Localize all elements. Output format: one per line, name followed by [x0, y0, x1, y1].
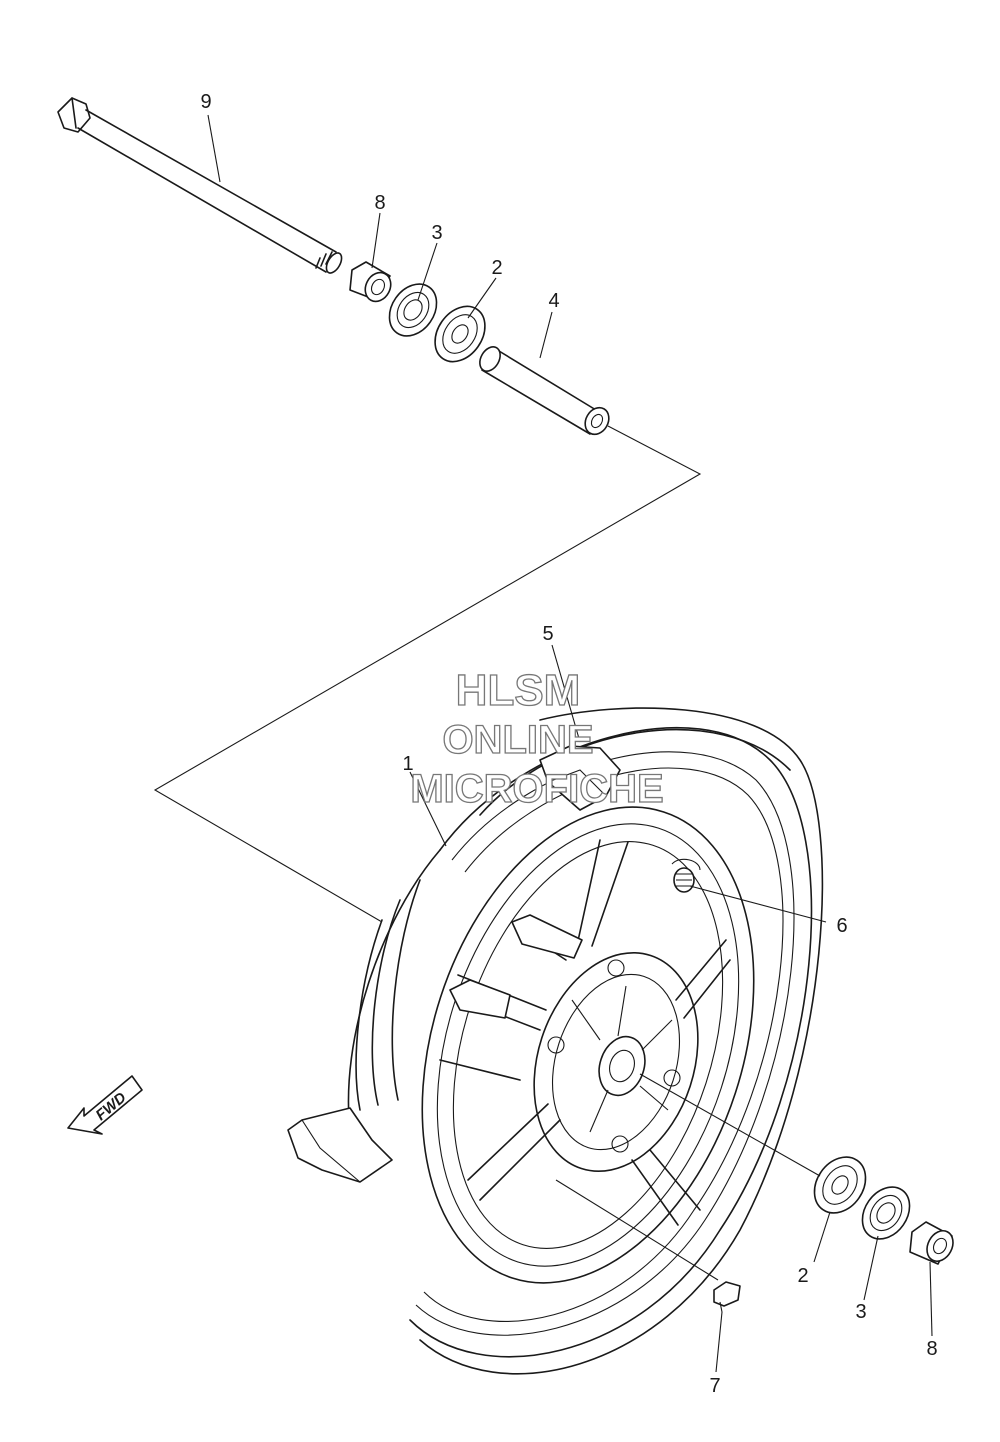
fwd-arrow-icon: FWD — [67, 1075, 143, 1135]
collar-top — [349, 261, 392, 303]
callout-balance-weight: 7 — [709, 1375, 720, 1397]
callout-seal-bottom: 3 — [855, 1301, 866, 1323]
wheel-assembly — [287, 707, 824, 1375]
watermark-line-2: ONLINE — [442, 718, 593, 762]
callout-seal-top: 3 — [431, 222, 442, 244]
callout-wheel: 1 — [402, 753, 413, 775]
callout-valve: 6 — [836, 915, 847, 937]
watermark: HLSM ONLINE MICROFICHE — [410, 665, 665, 811]
callout-tire: 5 — [542, 623, 553, 645]
bearing-top — [434, 305, 486, 363]
bearing-bottom — [813, 1156, 867, 1214]
spacer — [479, 346, 610, 436]
oil-seal-top — [388, 283, 438, 337]
callout-collar-bottom: 8 — [926, 1338, 937, 1360]
callouts: 9 8 3 2 4 5 1 6 2 3 8 7 — [200, 91, 937, 1397]
axle — [57, 97, 343, 274]
callout-axle: 9 — [200, 91, 211, 113]
callout-bearing-top: 2 — [491, 257, 502, 279]
assembly-guide-line — [153, 425, 702, 923]
balance-weight — [713, 1281, 741, 1313]
leader-lines — [207, 114, 933, 1373]
callout-collar-top: 8 — [374, 192, 385, 214]
callout-spacer: 4 — [548, 290, 559, 312]
collar-bottom — [909, 1221, 954, 1265]
watermark-line-3: MICROFICHE — [410, 767, 663, 811]
watermark-line-1: HLSM — [456, 666, 581, 715]
oil-seal-bottom — [861, 1186, 911, 1240]
callout-bearing-bottom: 2 — [797, 1265, 808, 1287]
